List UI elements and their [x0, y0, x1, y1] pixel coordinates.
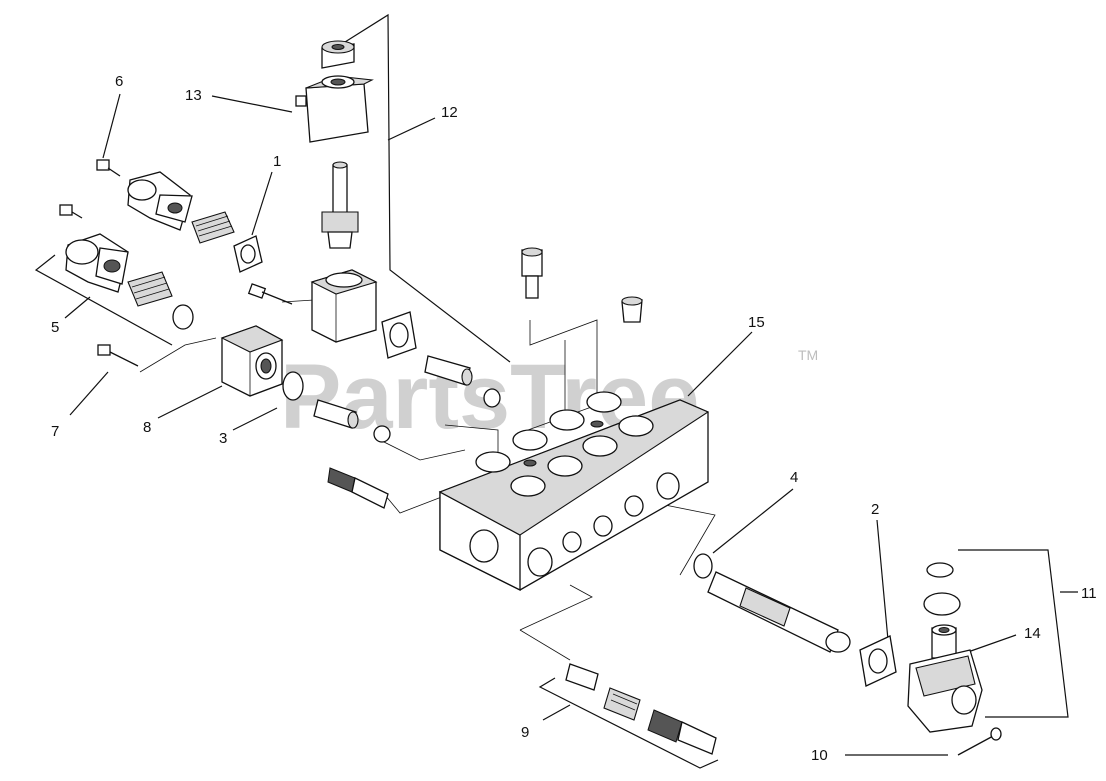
- callout-4: 4: [790, 469, 798, 486]
- solenoid-stem: [321, 161, 359, 249]
- callout-1: 1: [273, 153, 281, 170]
- callout-11: 11: [1081, 585, 1097, 602]
- o-ring-11a: [926, 562, 954, 578]
- manifold-block-15: [438, 391, 710, 592]
- gasket-1: [233, 235, 263, 273]
- o-ring-b: [373, 425, 391, 443]
- valve-spool: [707, 571, 851, 653]
- watermark-trademark: TM: [798, 347, 818, 363]
- callout-numbers: 1 2 3 4 5 6 7 8 9 10 11 12 13 14 15: [51, 73, 1097, 764]
- spring-lower: [127, 271, 173, 307]
- o-ring-small: [172, 304, 194, 330]
- spring-upper: [191, 211, 235, 244]
- callout-2: 2: [871, 501, 879, 518]
- screw-lower: [59, 204, 83, 219]
- callout-5: 5: [51, 319, 59, 336]
- top-plug: [621, 296, 643, 323]
- callout-3: 3: [219, 430, 227, 447]
- spool-cap-14: [907, 624, 983, 733]
- bolt-7: [97, 344, 139, 367]
- solenoid-coil: [295, 75, 374, 143]
- solenoid-nut: [321, 40, 355, 69]
- leader-lines: [34, 13, 1078, 769]
- solenoid-valve-block: [310, 269, 378, 343]
- o-ring-a: [483, 388, 501, 408]
- square-gasket: [381, 311, 417, 359]
- callout-8: 8: [143, 419, 151, 436]
- spring-housing-lower: [65, 233, 129, 293]
- spring-housing-upper: [127, 171, 193, 231]
- o-ring-4: [693, 553, 713, 579]
- cartridge-valve-a: [424, 355, 473, 386]
- callout-15: 15: [748, 314, 765, 331]
- callout-12: 12: [441, 104, 458, 121]
- callout-6: 6: [115, 73, 123, 90]
- solenoid-bolt: [247, 283, 293, 305]
- relief-valve-9: [565, 663, 717, 755]
- o-ring-3: [282, 371, 304, 401]
- callout-10: 10: [811, 747, 828, 764]
- o-ring-11b: [923, 592, 961, 616]
- callout-7: 7: [51, 423, 59, 440]
- top-fitting: [521, 247, 543, 299]
- callout-14: 14: [1024, 625, 1041, 642]
- cartridge-valve-b: [313, 399, 359, 429]
- screw-6: [96, 159, 121, 177]
- callout-13: 13: [185, 87, 202, 104]
- gasket-2: [859, 635, 897, 687]
- bolt-10: [957, 727, 1002, 756]
- cartridge-valve-c: [327, 467, 389, 509]
- callout-9: 9: [521, 724, 529, 741]
- valve-body-cube-8: [220, 325, 284, 397]
